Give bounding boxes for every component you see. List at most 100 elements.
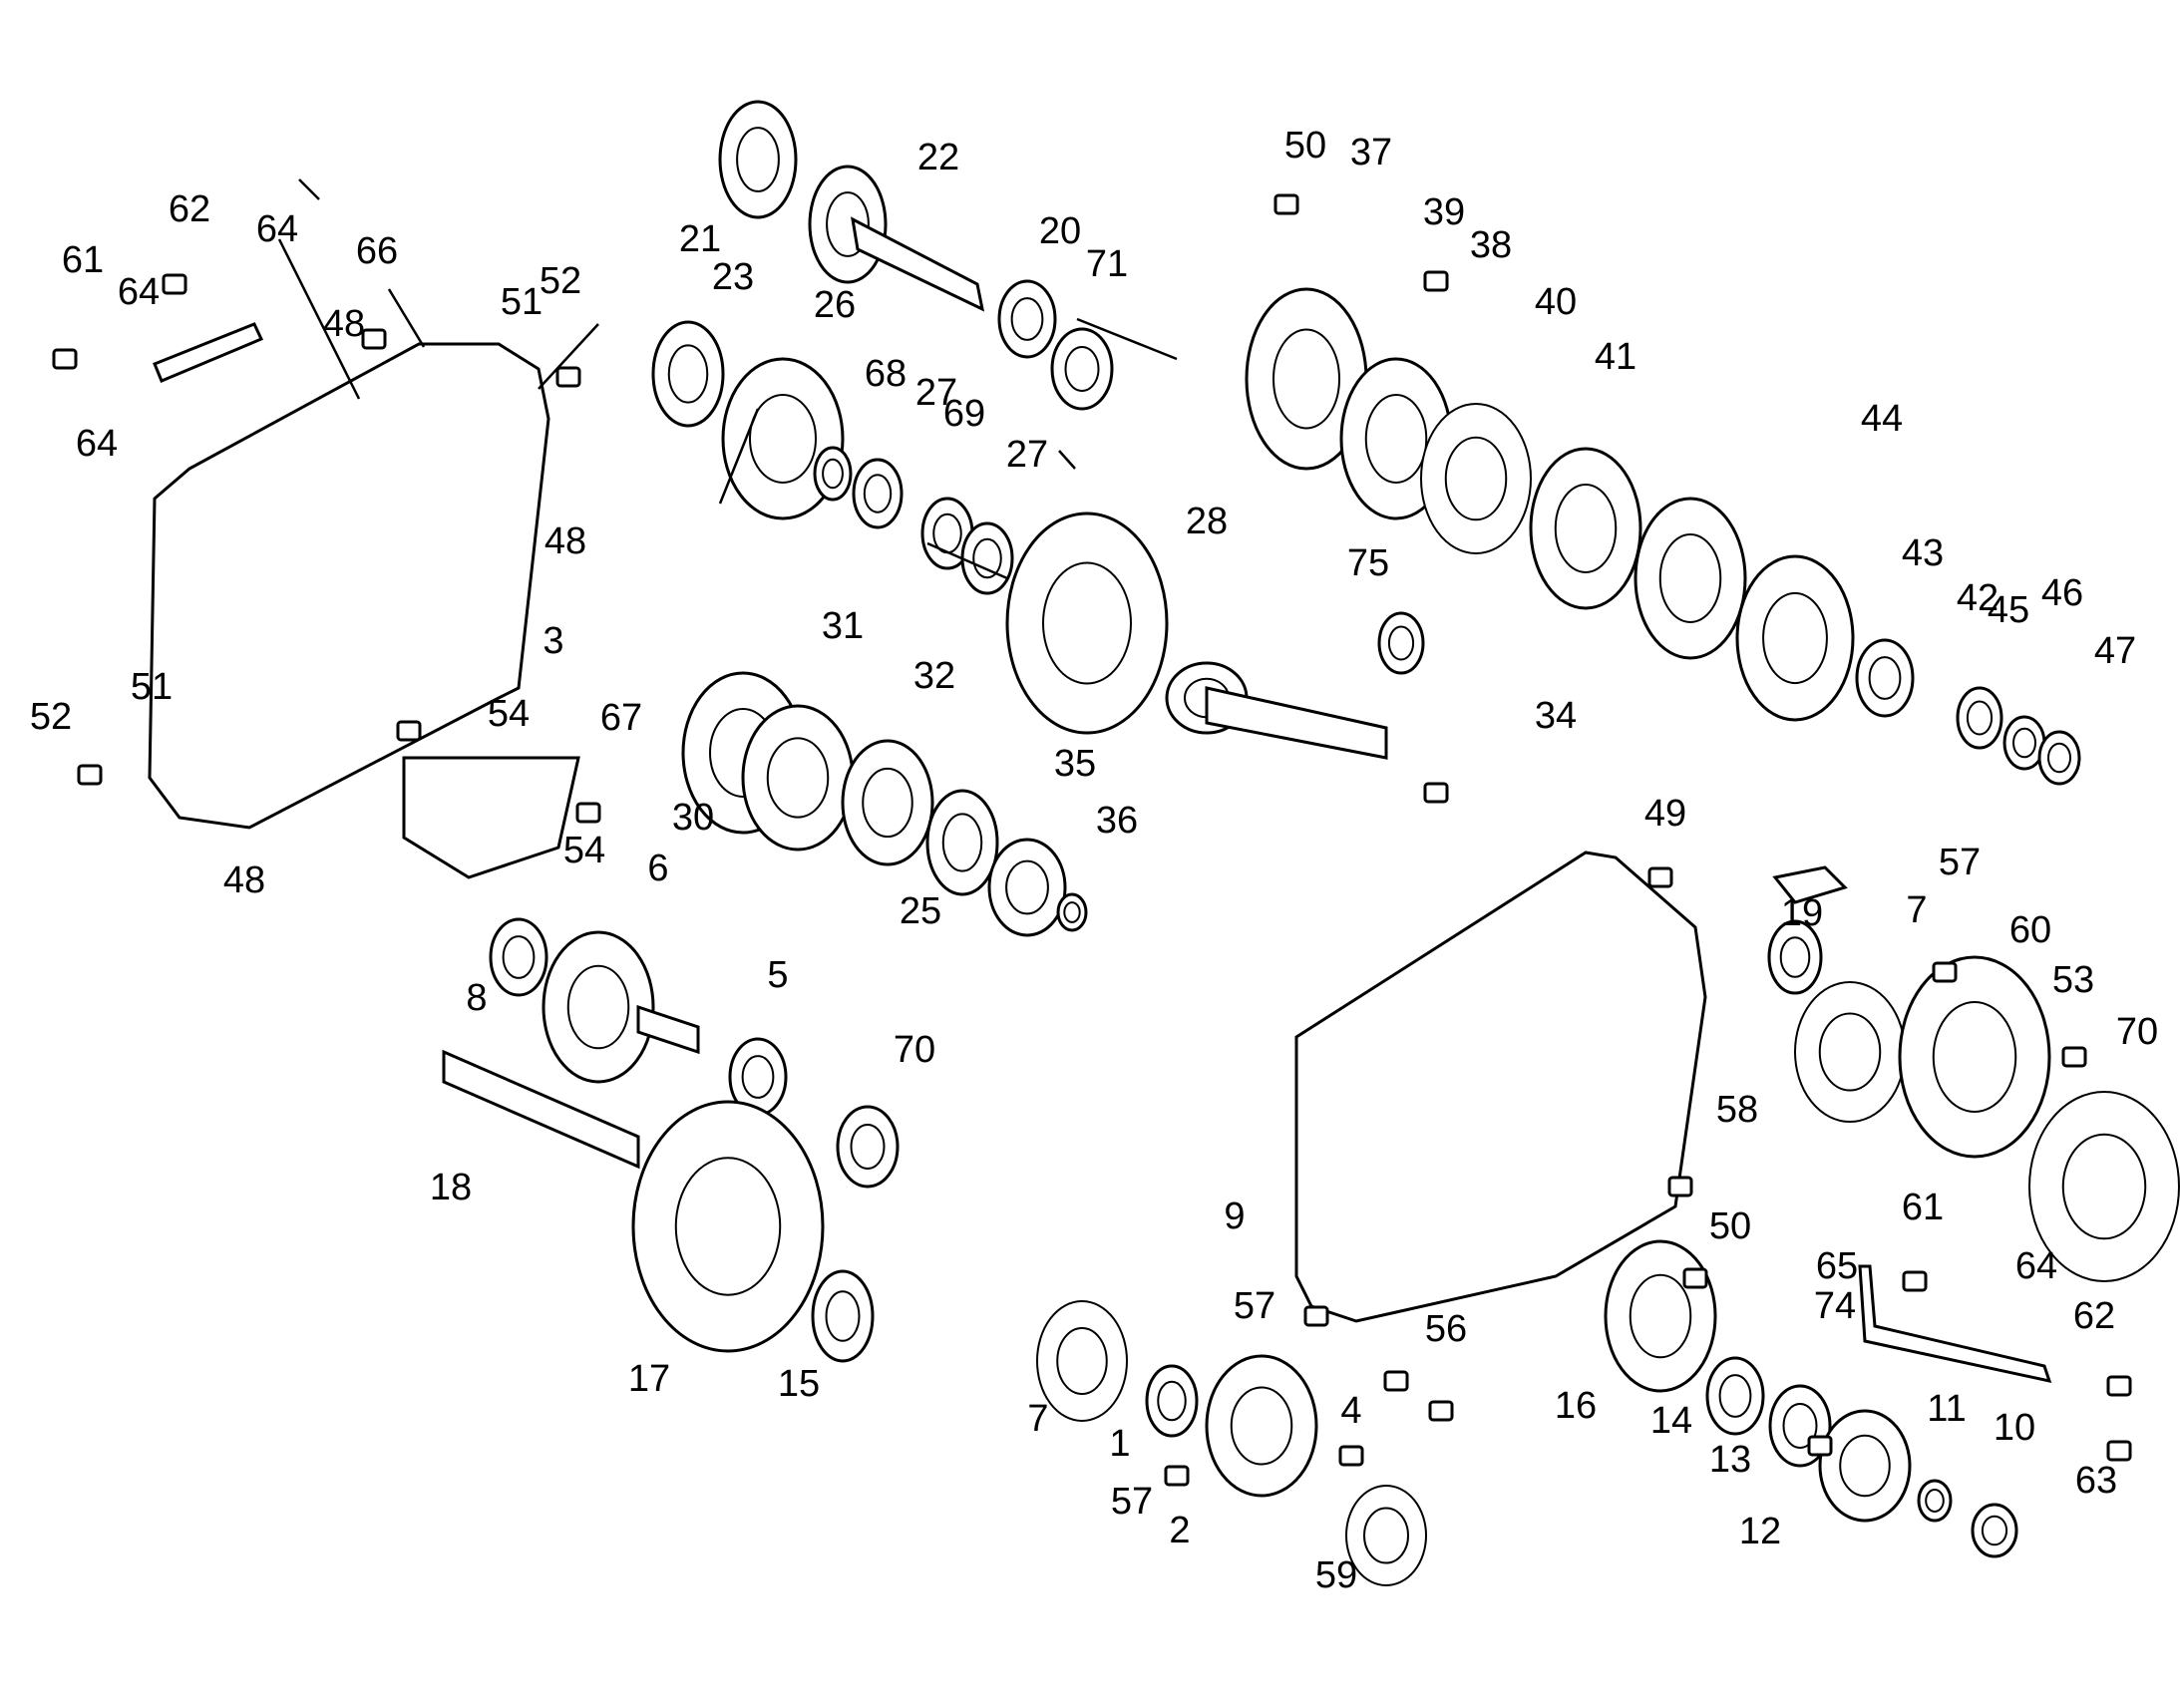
part-clutch-31-bore xyxy=(766,737,830,819)
part-ring-14-bore xyxy=(1718,1374,1752,1418)
part-bearing-20 xyxy=(997,279,1057,359)
part-plate-66 xyxy=(402,756,580,879)
part-gasket-40-bore xyxy=(1444,436,1508,521)
part-label: 39 xyxy=(1423,191,1465,233)
part-nut-10 xyxy=(1971,1503,2018,1558)
part-label: 37 xyxy=(1350,132,1392,173)
part-label: 49 xyxy=(1644,793,1686,835)
part-sender-49 xyxy=(1772,865,1848,904)
part-ring-67 xyxy=(813,446,853,502)
part-bearing-27b xyxy=(960,521,1014,595)
part-pin-39 xyxy=(1423,270,1449,292)
part-label: 68 xyxy=(865,353,907,395)
part-washer-46-bore xyxy=(2012,727,2036,759)
part-disc-44a-bore xyxy=(1658,533,1722,623)
part-ring-43 xyxy=(1855,638,1915,718)
part-sensor-56b xyxy=(1428,1400,1454,1422)
part-bolt-54b xyxy=(575,802,601,824)
part-ring-19-bore xyxy=(1779,936,1811,978)
part-ring-43-bore xyxy=(1868,656,1902,700)
part-ring-67-bore xyxy=(822,458,844,490)
part-label: 45 xyxy=(1988,589,2029,631)
part-bolt-50a xyxy=(1273,193,1299,215)
part-plate-16 xyxy=(1604,1239,1717,1393)
part-bearing-23-bore xyxy=(667,344,709,404)
part-bearing-5-bore xyxy=(741,1055,775,1099)
part-label: 10 xyxy=(1994,1407,2035,1449)
leader-line xyxy=(387,288,426,348)
part-label: 20 xyxy=(1039,210,1081,252)
part-label: 35 xyxy=(1054,743,1096,785)
part-ring-70-bore xyxy=(1064,346,1100,392)
part-gear-17 xyxy=(631,1100,825,1353)
part-label: 64 xyxy=(256,208,298,250)
part-label: 75 xyxy=(1347,542,1389,584)
leader-line xyxy=(538,323,599,390)
part-label: 59 xyxy=(1315,1554,1357,1596)
part-banjo-61b xyxy=(2106,1375,2132,1397)
part-plug-52b xyxy=(77,764,103,786)
part-bolt-53 xyxy=(2061,1046,2087,1068)
part-label: 25 xyxy=(900,890,941,932)
part-label: 28 xyxy=(1186,501,1228,542)
part-bearing-8 xyxy=(489,917,548,997)
part-label: 44 xyxy=(1861,398,1903,440)
part-bearing-25 xyxy=(925,789,999,896)
part-gasket-7a xyxy=(1794,981,1906,1123)
part-label: 42 xyxy=(1957,577,1998,619)
part-disc-44b-bore xyxy=(1762,591,1828,685)
part-label: 65 xyxy=(1816,1245,1858,1287)
part-bolt-71 xyxy=(1807,1435,1833,1457)
part-label: 70 xyxy=(894,1029,935,1071)
part-pipe-75 xyxy=(1858,1264,2052,1384)
part-flange-12-bore xyxy=(1839,1434,1891,1498)
leader-line xyxy=(926,541,1008,580)
part-seal-13-bore xyxy=(1782,1403,1818,1449)
part-bearing-41-bore xyxy=(1554,484,1618,573)
part-clutch-31 xyxy=(741,704,855,852)
part-bolt-4 xyxy=(1338,1445,1364,1467)
leader-line xyxy=(718,408,760,505)
part-label: 54 xyxy=(563,830,605,871)
part-label: 48 xyxy=(223,859,265,901)
part-plug-57a xyxy=(1932,961,1958,983)
part-label: 56 xyxy=(1425,1308,1467,1350)
part-gasket-69-bore xyxy=(2061,1133,2147,1240)
leader-line xyxy=(1058,450,1076,470)
part-tube-63 xyxy=(153,322,264,383)
part-gasket-59 xyxy=(1345,1485,1427,1586)
leader-line xyxy=(298,178,320,200)
part-label: 74 xyxy=(1814,1285,1856,1327)
part-label: 13 xyxy=(1709,1439,1751,1481)
part-label: 7 xyxy=(1906,889,1927,931)
part-label: 70 xyxy=(2116,1011,2158,1053)
part-label: 14 xyxy=(1650,1400,1692,1442)
part-banjo-61 xyxy=(52,348,78,370)
part-label: 64 xyxy=(76,423,118,465)
part-ring-70 xyxy=(1050,327,1114,411)
part-ring-14 xyxy=(1705,1356,1765,1436)
part-gasket-7a-bore xyxy=(1818,1012,1882,1092)
part-label: 50 xyxy=(1709,1205,1751,1247)
part-label: 47 xyxy=(2094,630,2136,672)
leader-lines xyxy=(277,178,1178,580)
part-gasket-40 xyxy=(1420,403,1532,554)
part-disc-44b xyxy=(1735,554,1855,722)
parts-drawing xyxy=(52,100,2180,1586)
part-label: 69 xyxy=(943,393,985,435)
part-housing-3 xyxy=(148,342,550,830)
part-labels: 1234567789101112131415161718192021222325… xyxy=(30,125,2158,1596)
part-label: 54 xyxy=(488,693,530,735)
part-clip-36-bore xyxy=(1063,901,1081,923)
part-label: 32 xyxy=(913,655,955,697)
part-label: 50 xyxy=(1284,125,1326,167)
part-bearing-27a xyxy=(852,458,904,529)
part-gear-28 xyxy=(1005,512,1169,735)
part-spring-34 xyxy=(1423,782,1449,804)
part-label: 6 xyxy=(647,848,668,889)
part-bearing-23 xyxy=(651,320,725,428)
part-label: 63 xyxy=(2075,1460,2117,1502)
leader-line xyxy=(277,238,361,400)
part-label: 38 xyxy=(1470,224,1512,266)
